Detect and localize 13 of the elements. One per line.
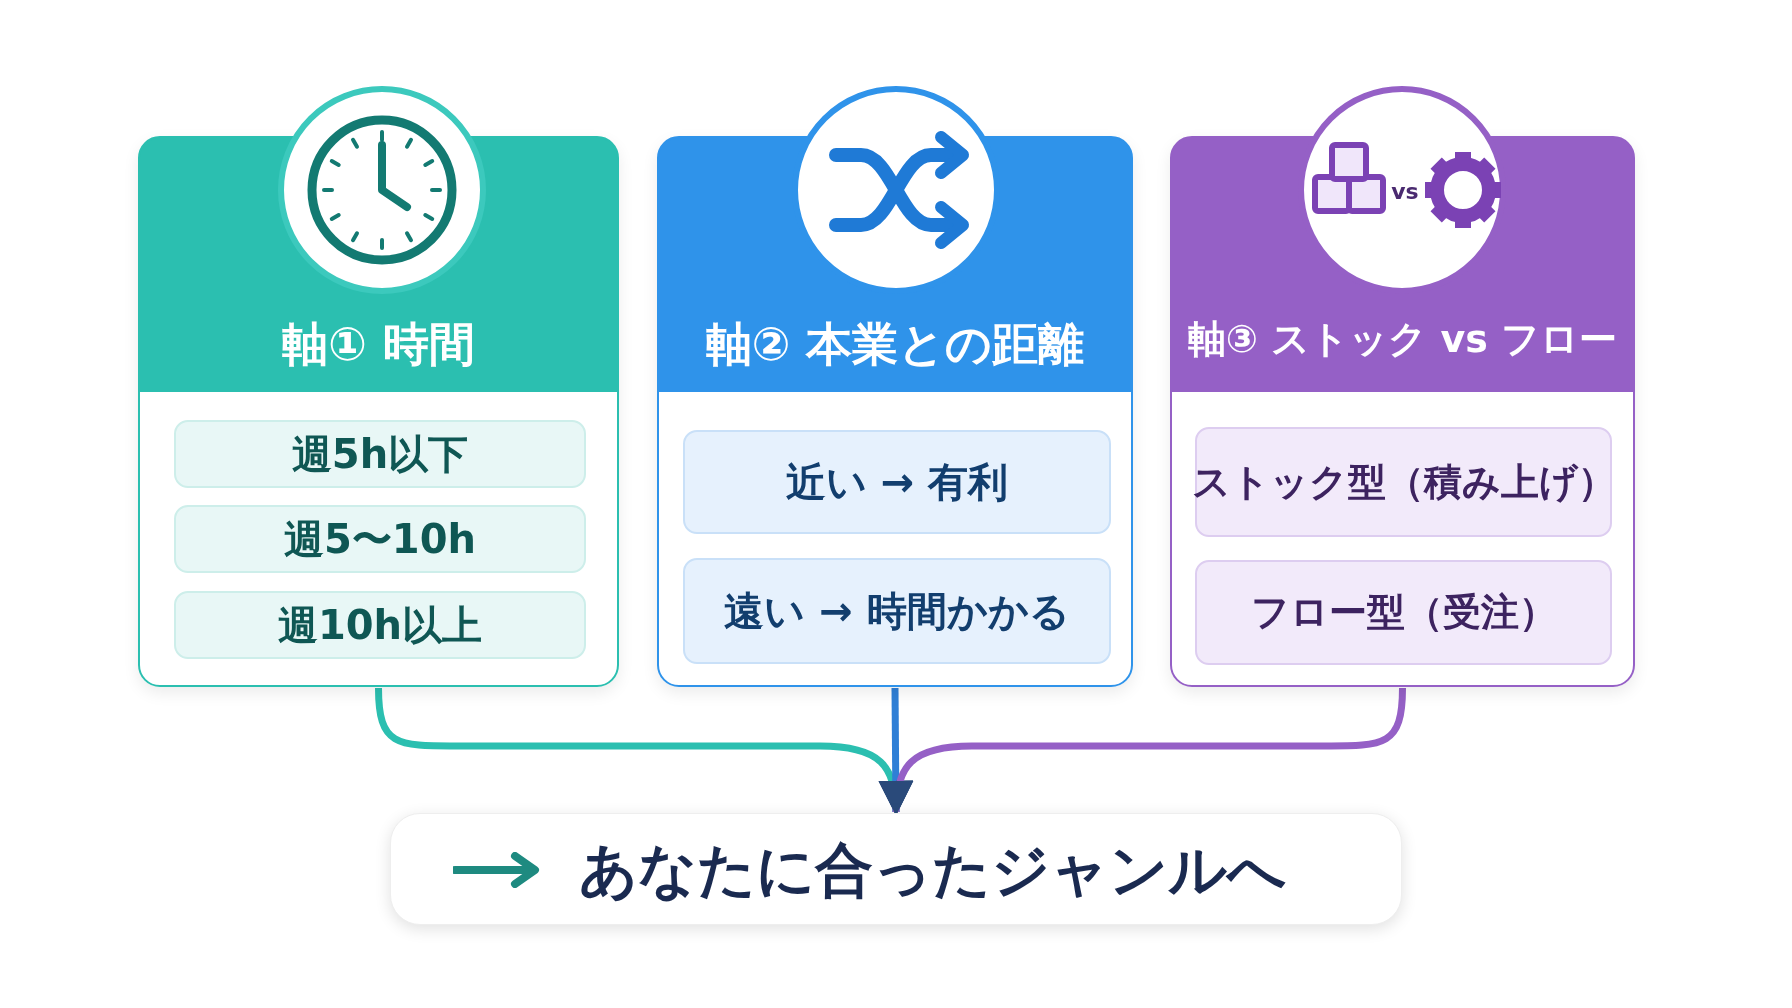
card-heading: 軸② 本業との距離	[704, 316, 1086, 373]
option-box: 週5〜10h	[174, 505, 586, 573]
option-box: 近い → 有利	[683, 430, 1111, 534]
card-heading: 軸① 時間	[281, 316, 476, 373]
result-box	[390, 813, 1402, 925]
option-box: フロー型（受注）	[1195, 560, 1612, 665]
option-box: 週5h以下	[174, 420, 586, 488]
card-heading: 軸③ ストック vs フロー	[1186, 316, 1619, 363]
result-text: あなたに合ったジャンルへ	[579, 835, 1286, 906]
option-box: 遠い → 時間かかる	[683, 558, 1111, 664]
option-box: 週10h以上	[174, 591, 586, 659]
option-box: ストック型（積み上げ）	[1195, 427, 1612, 537]
axis-card	[138, 136, 619, 687]
